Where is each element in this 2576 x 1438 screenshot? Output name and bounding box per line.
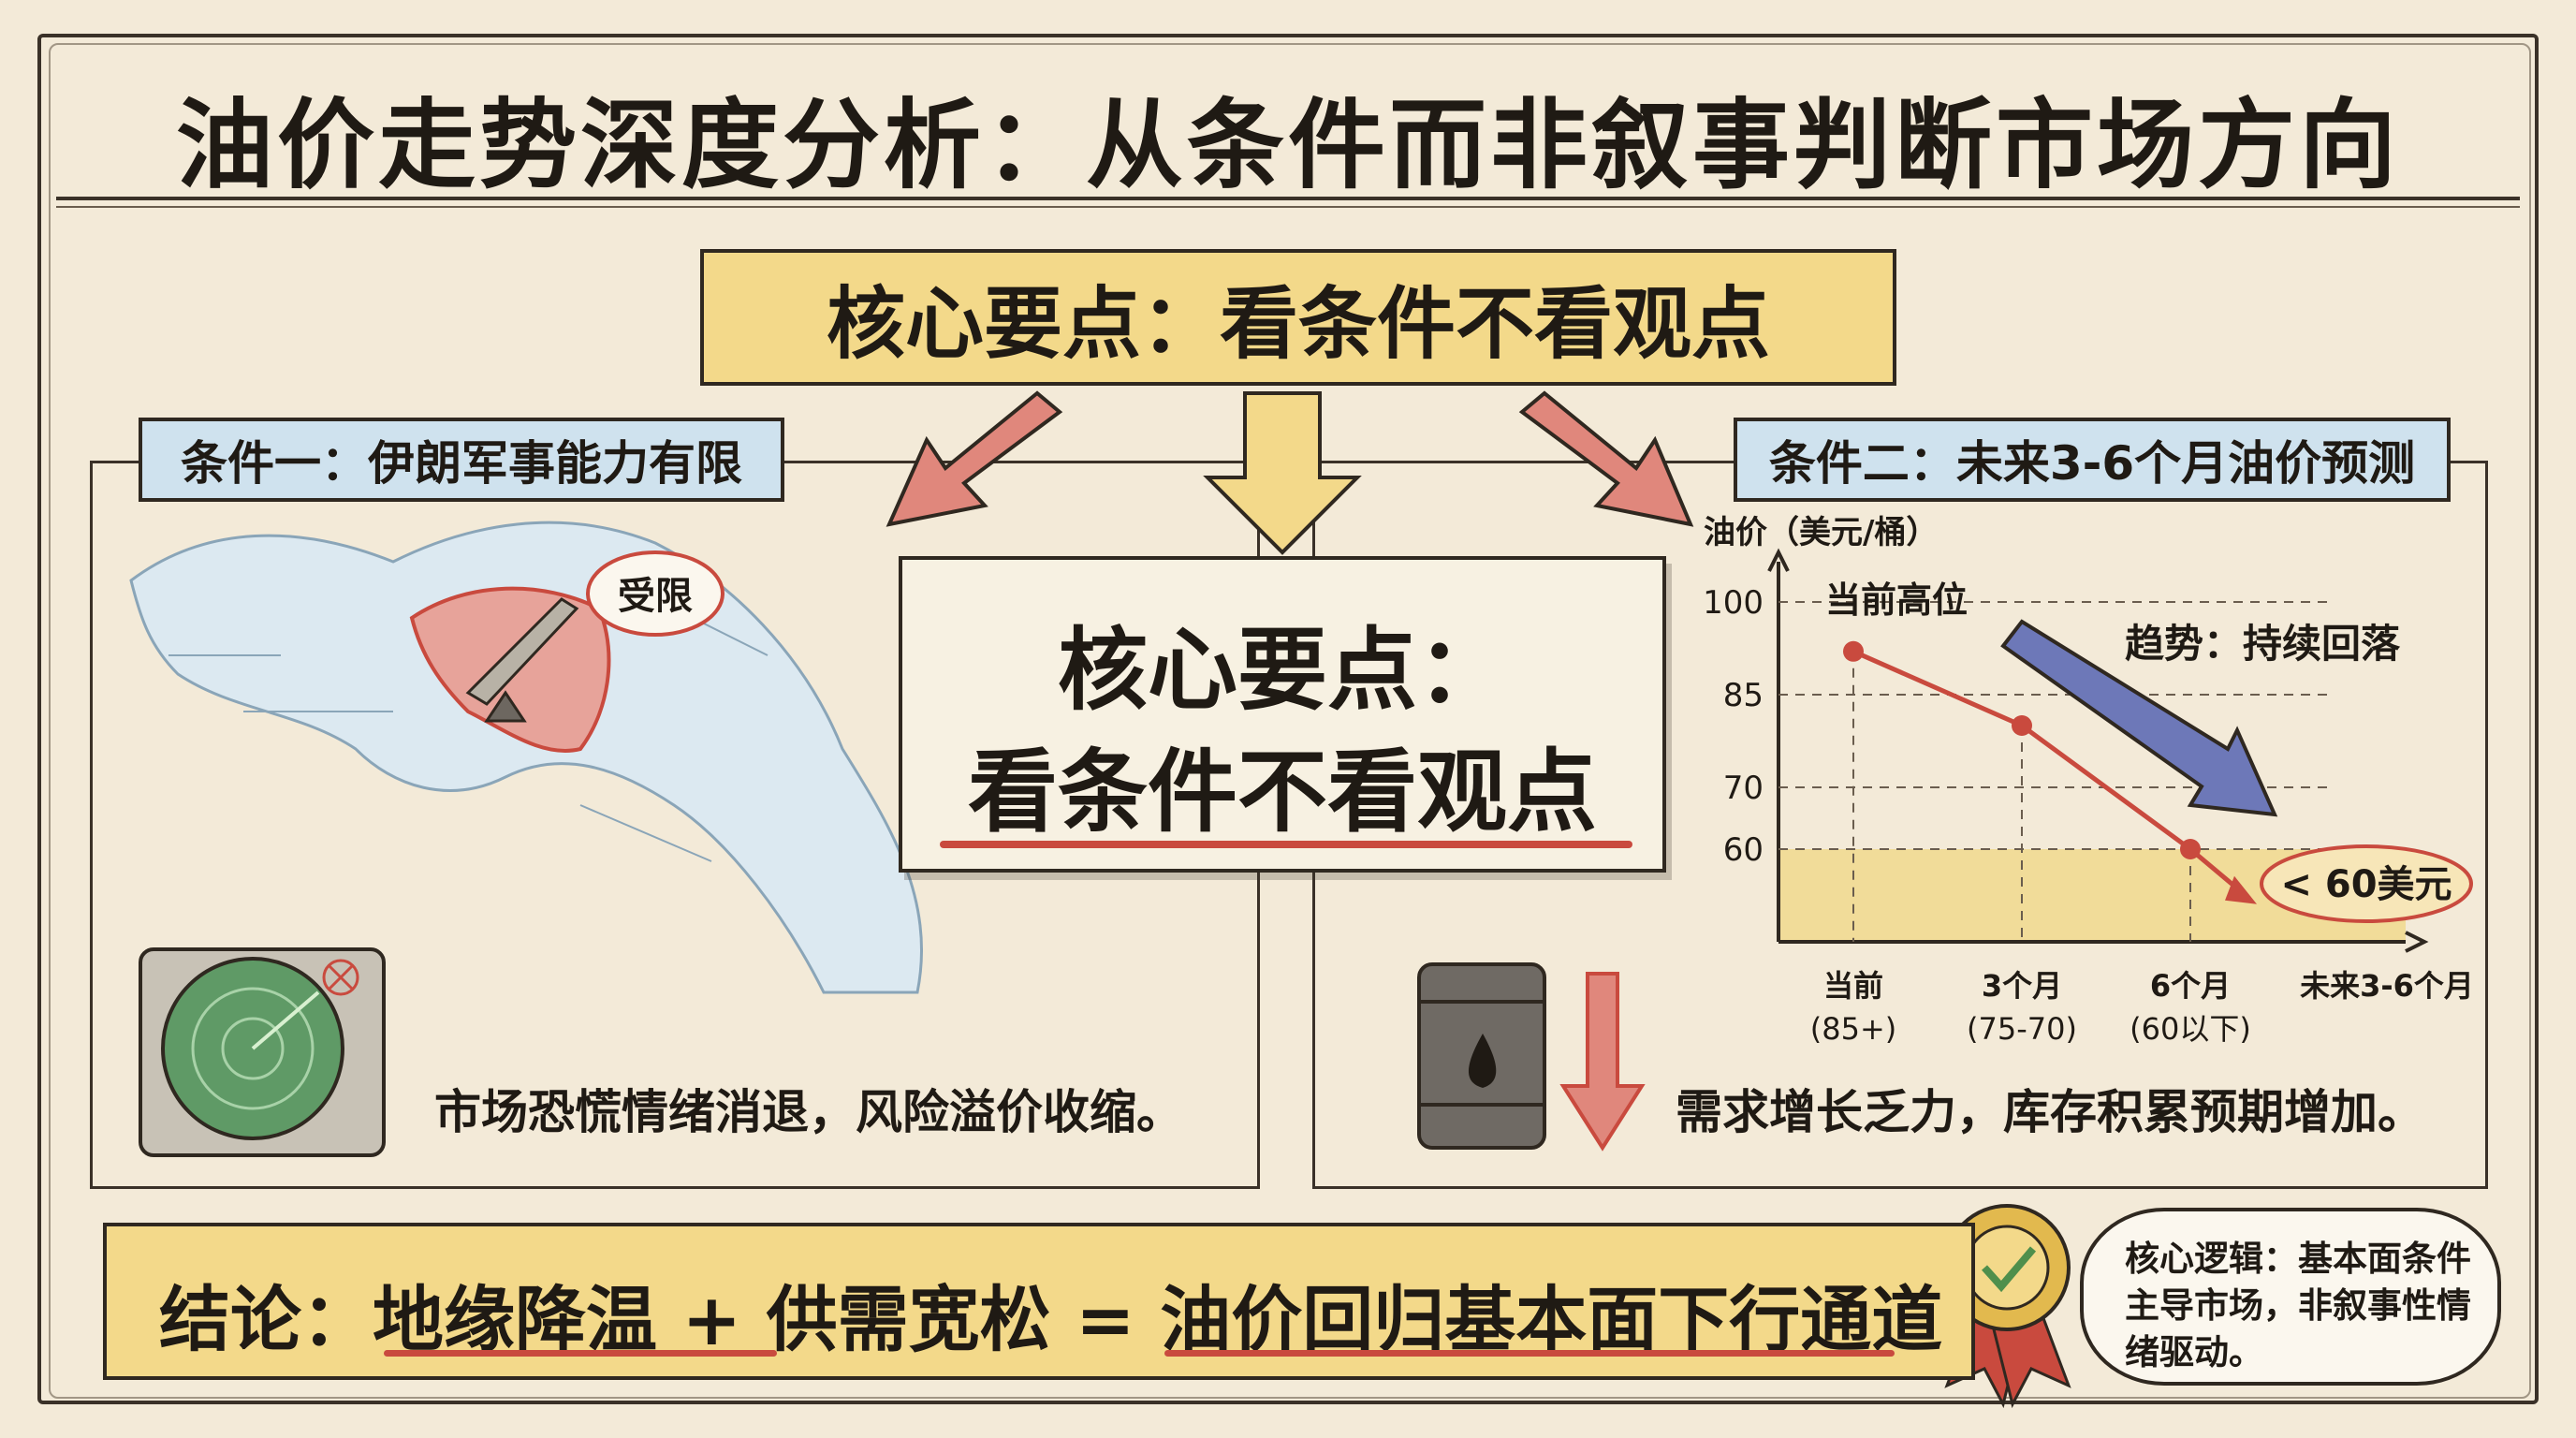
core-banner: 核心要点：看条件不看观点 <box>700 249 1896 386</box>
condition-two-label: 条件二：未来3-6个月油价预测 <box>1734 418 2451 502</box>
price-line <box>1852 649 2251 901</box>
middle-east-map-icon <box>129 521 923 994</box>
outer-frame <box>37 34 2539 1404</box>
x-tick-label: 6个月 <box>2150 968 2231 1004</box>
logic-bubble-text: 核心逻辑：基本面条件主导市场，非叙事性情绪驱动。 <box>2125 1239 2471 1372</box>
arrow-left-icon <box>886 390 1063 527</box>
y-axis-arrowhead <box>1767 548 1790 572</box>
conclusion-text: 结论：地缘降温 + 供需宽松 = 油价回归基本面下行通道 <box>159 1278 1943 1361</box>
note-underline <box>940 841 1632 848</box>
page-title: 油价走势深度分析：从条件而非叙事判断市场方向 <box>175 88 2400 202</box>
down-arrow-icon <box>1559 972 1646 1152</box>
current-high-label: 当前高位 <box>1825 580 1968 621</box>
price-point <box>1843 640 1864 662</box>
x-tick-label: 3个月 <box>1982 968 2062 1004</box>
x-tick-label: 未来3-6个月 <box>2300 968 2474 1004</box>
condition-two-caption: 需求增长乏力，库存积累预期增加。 <box>1676 1085 2424 1139</box>
trend-arrow-icon <box>2000 619 2278 817</box>
title-divider <box>56 197 2520 200</box>
conclusion-underline-right <box>1164 1350 1895 1357</box>
restricted-tag-icon <box>586 550 724 637</box>
x-tick-sublabel: (60以下) <box>2130 1011 2251 1047</box>
y-tick-label: 70 <box>1723 770 1764 807</box>
x-tick-sublabel: (75-70) <box>1967 1011 2077 1047</box>
note-line-2: 看条件不看观点 <box>968 740 1597 844</box>
condition-one-label: 条件一：伊朗军事能力有限 <box>139 418 784 502</box>
note-line-1: 核心要点： <box>1058 618 1507 723</box>
oil-price-chart: 油价（美元/桶） 100 85 70 60 当前 (85+) 3个月 (75-70) 6个月 (60… <box>1703 514 2474 1047</box>
price-line-arrowhead <box>2225 875 2257 904</box>
oil-barrel-icon <box>1417 962 1546 1150</box>
restricted-tag-label: 受限 <box>618 575 693 618</box>
price-point <box>2180 839 2201 859</box>
x-tick-label: 当前 <box>1823 968 1883 1004</box>
title-divider-thin <box>56 206 2520 208</box>
target-label: < 60美元 <box>2280 863 2452 906</box>
x-tick-sublabel: (85+) <box>1810 1011 1897 1047</box>
price-point <box>2012 715 2032 736</box>
y-tick-label: 85 <box>1723 677 1764 714</box>
arrow-right-icon <box>1518 390 1694 527</box>
trend-label: 趋势：持续回落 <box>2125 621 2401 667</box>
core-note-card: 核心要点： 看条件不看观点 <box>899 556 1666 873</box>
y-tick-label: 100 <box>1703 584 1764 622</box>
condition-one-caption: 市场恐慌情绪消退，风险溢价收缩。 <box>434 1085 1183 1139</box>
arrow-down-icon <box>1203 391 1362 555</box>
conclusion-underline-left <box>384 1350 777 1357</box>
conclusion-banner: 结论：地缘降温 + 供需宽松 = 油价回归基本面下行通道 <box>103 1223 1975 1380</box>
radar-icon <box>139 947 386 1157</box>
logic-bubble: 核心逻辑：基本面条件主导市场，非叙事性情绪驱动。 <box>2080 1208 2501 1386</box>
y-tick-label: 60 <box>1723 831 1764 869</box>
x-axis-arrowhead <box>2405 931 2429 953</box>
target-bubble <box>2260 844 2473 923</box>
missile-icon <box>465 597 579 723</box>
inner-frame <box>49 43 2531 1399</box>
y-axis-title: 油价（美元/桶） <box>1704 514 1938 551</box>
